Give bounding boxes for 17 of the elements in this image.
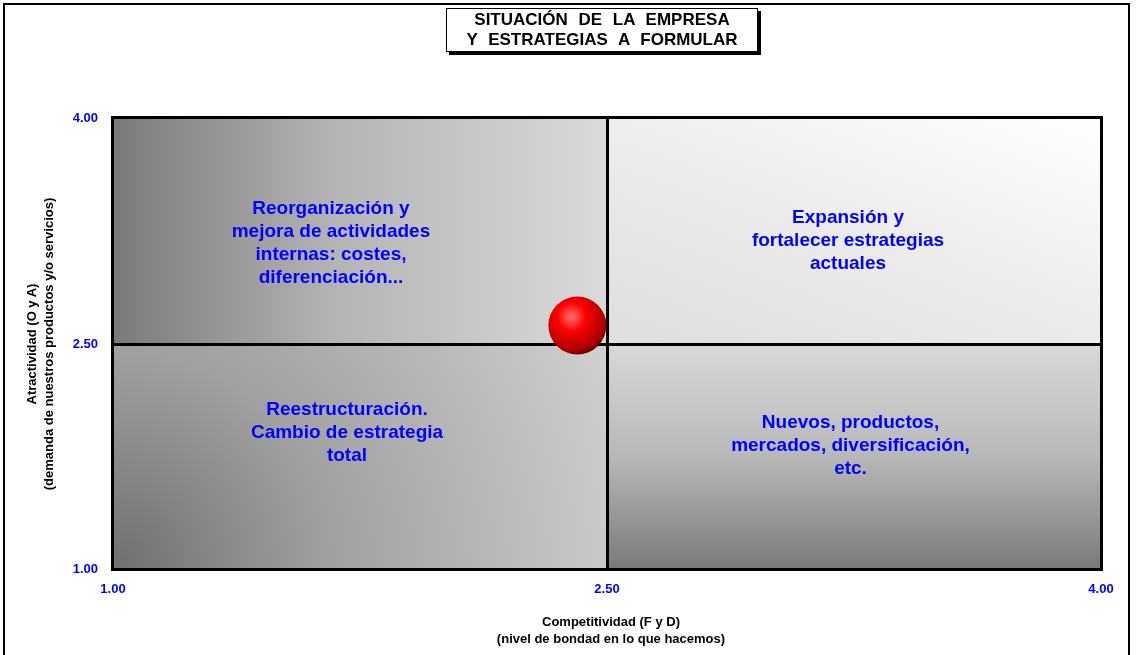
quadrant-label: Reestructuración. Cambio de estrategia total xyxy=(249,397,445,466)
y-axis-title: Atractividad (O y A) (demanda de nuestros productos y/o servicios) xyxy=(23,197,57,490)
quadrant-label: Nuevos, productos, mercados, diversificación, etc. xyxy=(730,410,971,479)
x-tick-label: 1.00 xyxy=(100,581,126,596)
y-tick-label: 1.00 xyxy=(72,561,98,576)
x-tick-label: 4.00 xyxy=(1088,581,1114,596)
quadrant-area xyxy=(609,346,1100,568)
y-tick-label: 4.00 xyxy=(72,110,98,125)
quadrant-area xyxy=(114,119,606,343)
x-tick-label: 2.50 xyxy=(594,581,620,596)
quadrant-area xyxy=(114,346,606,568)
quadrant-label: Expansión y fortalecer estrategias actuales xyxy=(750,205,946,274)
quadrant-label: Reorganización y mejora de actividades internas: costes, diferenciación... xyxy=(230,196,432,288)
x-axis-title: Competitividad (F y D) (nivel de bondad en lo que hacemos) xyxy=(496,613,726,647)
chart-title: SITUACIÓN DE LA EMPRESA Y ESTRATEGIAS A FORMULAR xyxy=(446,8,758,52)
quadrant-area xyxy=(609,119,1100,343)
y-tick-label: 2.50 xyxy=(72,335,98,351)
